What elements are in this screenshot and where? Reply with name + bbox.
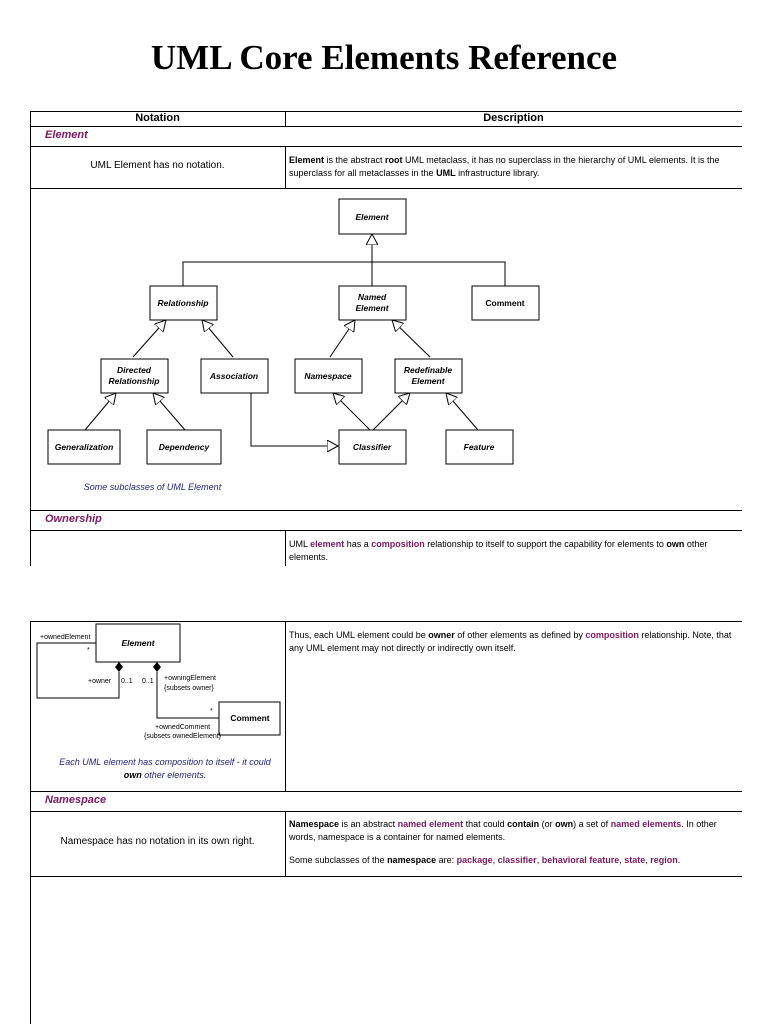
svg-text:Element: Element (411, 376, 445, 386)
svg-text:{subsets owner}: {subsets owner} (164, 685, 214, 692)
table-divider (30, 146, 742, 147)
svg-text:Generalization: Generalization (55, 442, 114, 452)
svg-text:{subsets ownedElement}: {subsets ownedElement} (144, 733, 222, 740)
dependency-box (146, 429, 222, 465)
association-box (200, 358, 269, 394)
element-notation: UML Element has no notation. (90, 160, 225, 171)
svg-text:Element: Element (121, 638, 155, 648)
namespace-notation: Namespace has no notation in its own rig… (60, 836, 255, 847)
svg-text:Association: Association (209, 371, 258, 381)
svg-text:+owner: +owner (88, 678, 112, 685)
svg-text:Feature: Feature (464, 442, 495, 452)
svg-text:Comment: Comment (230, 713, 269, 723)
svg-text:Relationship: Relationship (157, 298, 208, 308)
header-notation: Notation (135, 112, 180, 124)
section-label-namespace: Namespace (45, 794, 107, 806)
svg-text:0..1: 0..1 (142, 678, 154, 685)
svg-text:Classifier: Classifier (353, 442, 392, 452)
ownership-description-1: UML element has a composition relationsh… (289, 539, 708, 562)
table-divider (30, 876, 742, 877)
table-divider (30, 126, 742, 127)
ownership-comment-box (218, 701, 281, 736)
table-border-top (30, 111, 742, 112)
svg-text:Element: Element (355, 303, 389, 313)
comment-box (471, 285, 540, 321)
namespace-subclasses: Some subclasses of the namespace are: pa… (289, 855, 681, 865)
element-diagram-caption: Some subclasses of UML Element (83, 482, 222, 492)
svg-text:Relationship: Relationship (108, 376, 159, 386)
column-divider (285, 621, 286, 792)
svg-text:Element: Element (355, 212, 389, 222)
svg-text:Redefinable: Redefinable (404, 365, 452, 375)
section-label-ownership: Ownership (45, 513, 102, 525)
header-description: Description (483, 112, 544, 124)
svg-text:Dependency: Dependency (159, 442, 211, 452)
element-description: Element is the abstract root UML metacla… (289, 155, 720, 178)
relationship-box (149, 285, 218, 321)
svg-text:Directed: Directed (117, 365, 152, 375)
column-divider (285, 111, 286, 127)
generalization-box (47, 429, 121, 465)
section-label-element: Element (45, 129, 88, 141)
svg-text:+ownedComment: +ownedComment (155, 724, 210, 731)
svg-text:Namespace: Namespace (304, 371, 352, 381)
svg-text:+owningElement: +owningElement (164, 675, 216, 682)
column-divider (285, 811, 286, 877)
table-divider (30, 791, 742, 792)
redefinable-element-box (394, 358, 463, 394)
table-divider (30, 188, 742, 189)
element-box (338, 198, 407, 235)
namespace-box (294, 358, 363, 394)
svg-text:Comment: Comment (485, 298, 524, 308)
classifier-box (338, 429, 407, 465)
ownership-element-box (95, 623, 181, 663)
table-border-left (30, 621, 31, 1024)
page-title: UML Core Elements Reference (150, 38, 618, 77)
table-divider (30, 811, 742, 812)
ownership-diagram-caption: Each UML element has composition to itse… (59, 757, 271, 780)
column-divider (285, 530, 286, 566)
svg-text:*: * (87, 647, 90, 654)
table-divider (30, 510, 742, 511)
element-hierarchy-diagram: Element Relationship Named Element Comme… (47, 198, 540, 465)
feature-box (445, 429, 514, 465)
directed-relationship-box (100, 358, 169, 394)
svg-text:0..1: 0..1 (121, 678, 133, 685)
table-border-left (30, 111, 31, 566)
svg-text:Named: Named (358, 292, 387, 302)
ownership-diagram: Element Comment +ownedElement * +owner 0… (36, 623, 281, 740)
named-element-box (338, 285, 407, 321)
svg-text:*: * (210, 708, 213, 715)
ownership-description-2: Thus, each UML element could be owner of… (289, 630, 732, 653)
table-divider (30, 530, 742, 531)
namespace-description: Namespace is an abstract named element t… (289, 819, 717, 842)
svg-text:+ownedElement: +ownedElement (40, 634, 90, 641)
table-divider (30, 621, 742, 622)
column-divider (285, 146, 286, 189)
